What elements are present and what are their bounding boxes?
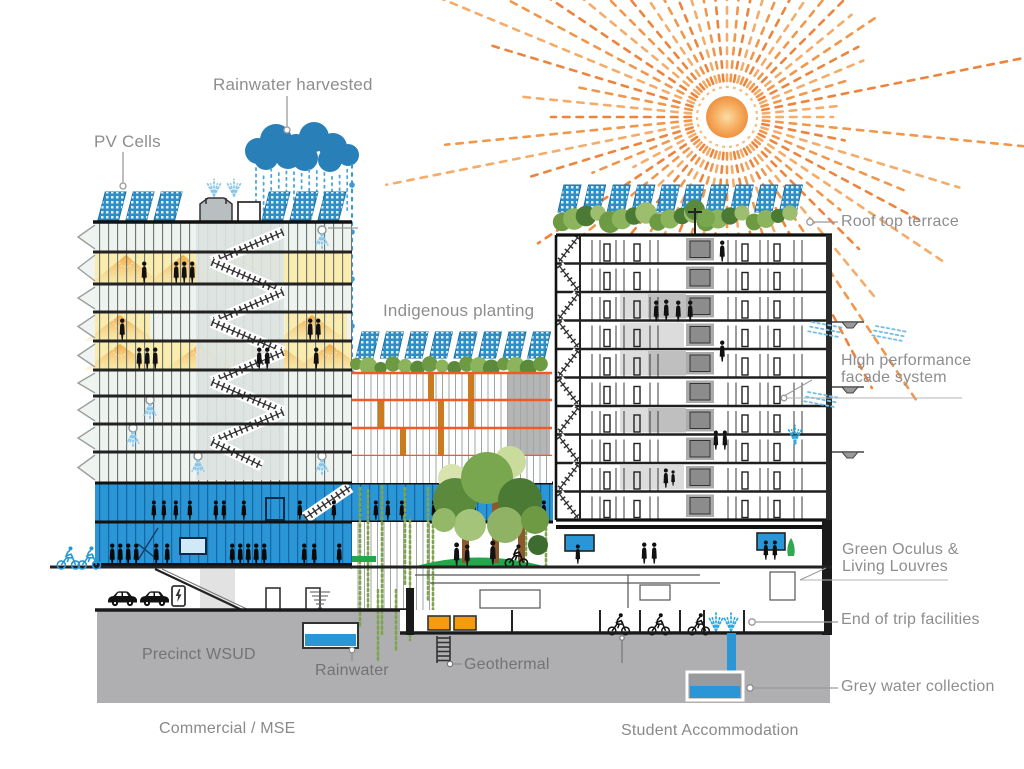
student-accommodation-tower: [352, 184, 907, 635]
label-rainwater-harvested: Rainwater harvested: [213, 75, 373, 94]
label-precinct-wsud: Precinct WSUD: [142, 646, 256, 663]
label-high-performance-facade: High performance facade system: [841, 352, 971, 386]
basement-and-services: [50, 546, 832, 702]
label-line: Living Louvres: [842, 558, 948, 575]
label-end-of-trip: End of trip facilities: [841, 611, 980, 628]
caption-student-accommodation: Student Accommodation: [621, 722, 799, 739]
label-line: facade system: [841, 369, 947, 386]
caption-commercial-mse: Commercial / MSE: [159, 720, 296, 737]
label-grey-water: Grey water collection: [841, 678, 995, 695]
commercial-building: [76, 178, 553, 567]
label-line: Green Oculus &: [842, 541, 959, 558]
label-pv-cells: PV Cells: [94, 132, 161, 151]
courtyard-trees: [413, 446, 549, 568]
label-line: High performance: [841, 352, 972, 369]
label-indigenous-planting: Indigenous planting: [383, 301, 535, 320]
label-rainwater: Rainwater: [315, 662, 389, 679]
annotation-leader-lines: [119, 96, 962, 689]
label-roof-top-terrace: Roof top terrace: [841, 213, 959, 230]
label-geothermal: Geothermal: [464, 656, 550, 673]
label-green-oculus: Green Oculus & Living Louvres: [842, 541, 959, 575]
